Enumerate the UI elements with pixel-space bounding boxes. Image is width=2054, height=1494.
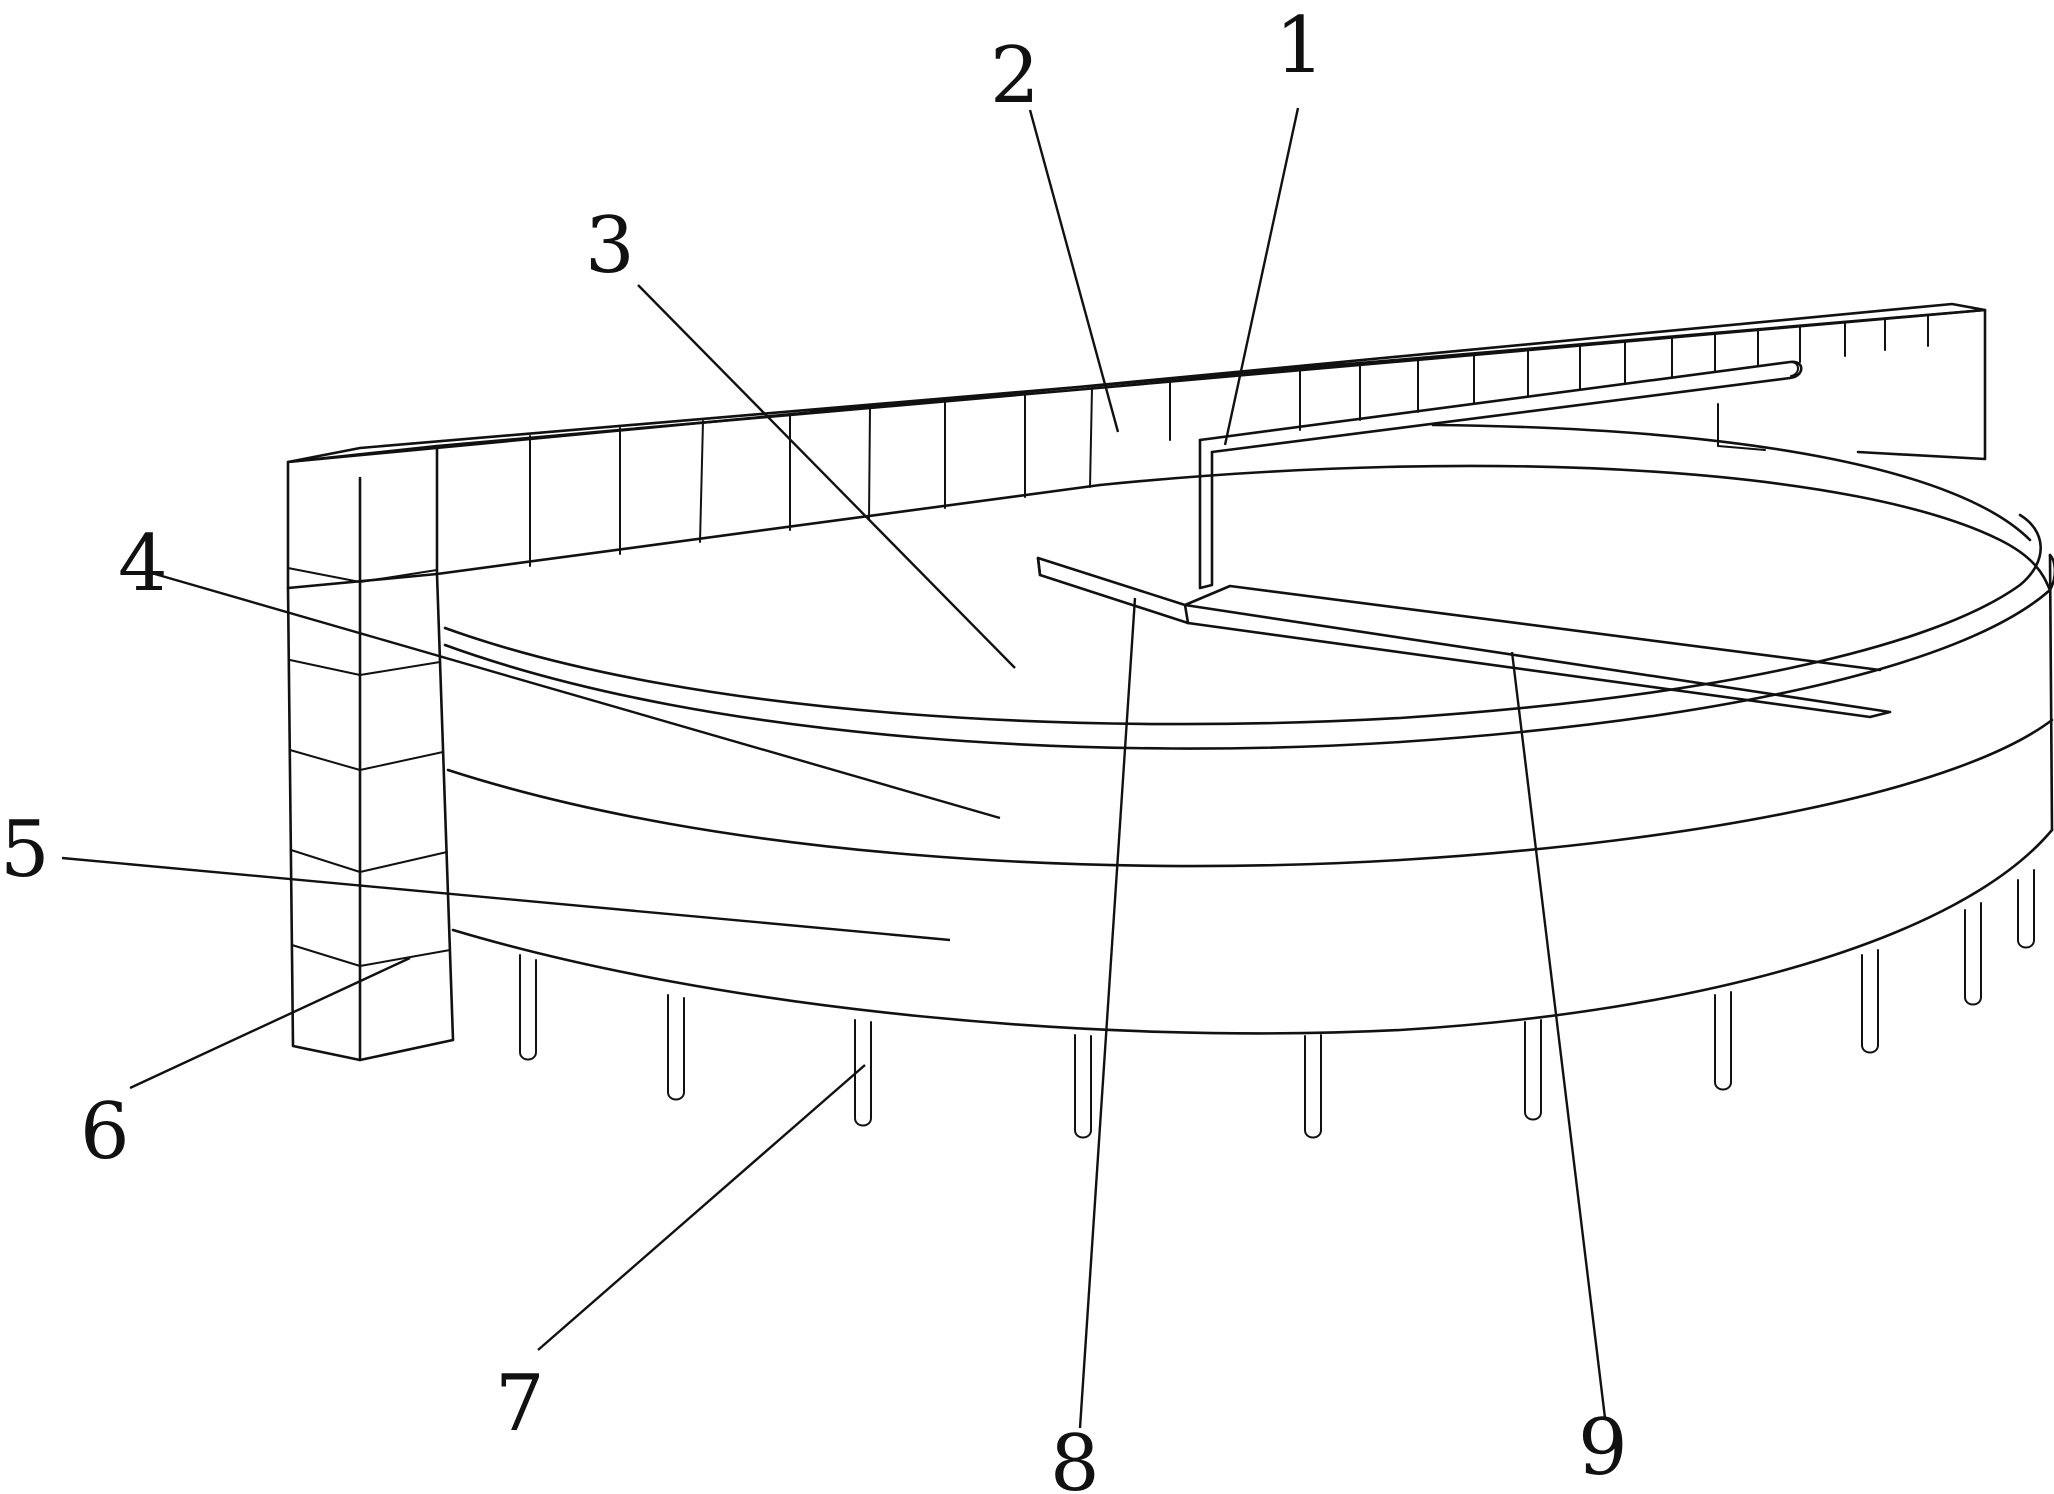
tank-body bbox=[443, 423, 2054, 1035]
callout-5: 5 bbox=[0, 805, 50, 895]
callout-labels: 1 2 3 4 5 6 7 8 9 bbox=[0, 1, 1628, 1494]
callout-3: 3 bbox=[585, 201, 635, 291]
callout-2: 2 bbox=[990, 31, 1040, 121]
side-wall-block-column bbox=[286, 476, 455, 1062]
inlet-pipe bbox=[1198, 360, 1803, 590]
callout-8: 8 bbox=[1050, 1419, 1100, 1494]
callout-6: 6 bbox=[80, 1087, 130, 1177]
distribution-channel bbox=[1036, 556, 1892, 719]
callout-4: 4 bbox=[118, 519, 168, 609]
back-wall-block-joints bbox=[529, 315, 1929, 567]
callout-7: 7 bbox=[495, 1359, 545, 1449]
callout-1: 1 bbox=[1275, 1, 1325, 91]
callout-9: 9 bbox=[1578, 1403, 1628, 1493]
leader-lines bbox=[61, 107, 1607, 1429]
support-legs bbox=[519, 869, 2035, 1139]
back-wall-block-row bbox=[286, 302, 1987, 590]
